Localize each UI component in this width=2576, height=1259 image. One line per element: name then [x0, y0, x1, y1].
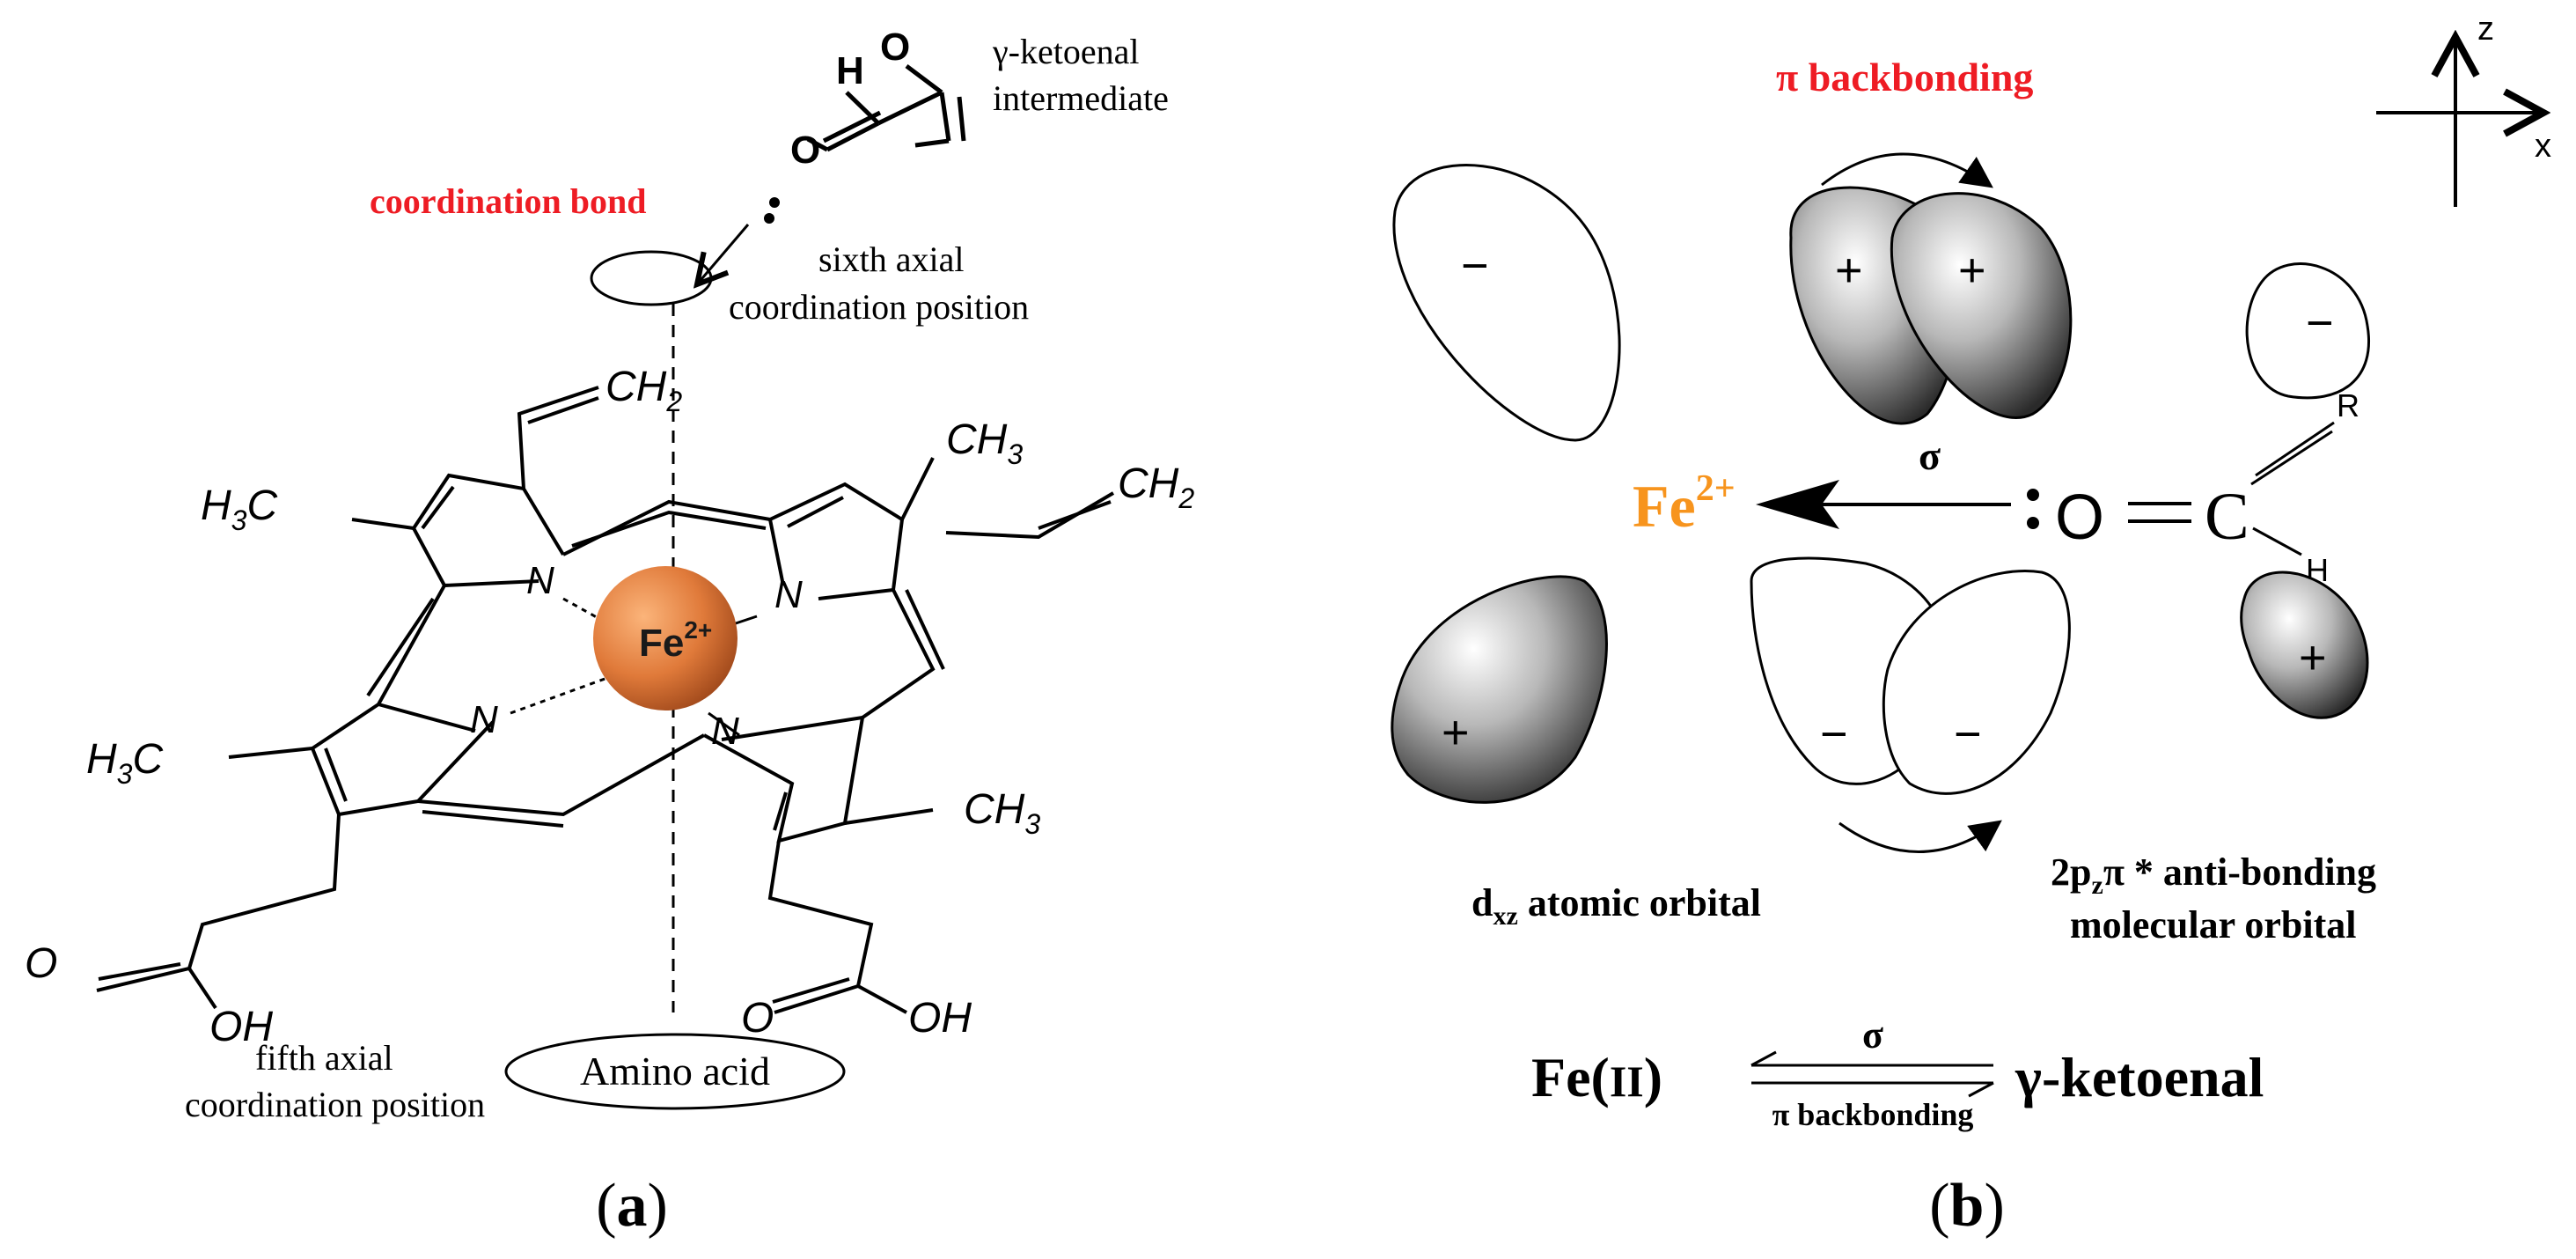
sign-plus: + [1958, 244, 1986, 297]
sigma-label: σ [1919, 433, 1941, 478]
sign-plus: + [1835, 244, 1863, 297]
label-h3c-top-left: H3C [201, 482, 277, 536]
atom-h-aldehyde: H [836, 49, 864, 92]
antibonding-label-2: molecular orbital [2070, 903, 2356, 946]
sixth-position-label-2: coordination position [729, 287, 1029, 327]
c-h-bond [2252, 526, 2302, 556]
label-oh-right-acid: OH [908, 995, 972, 1042]
sign-minus: − [1954, 708, 1982, 761]
sign-plus: + [1442, 706, 1470, 759]
equilibrium-bottom-barb [1968, 1081, 1994, 1098]
pi-orbital-lobe-bottom-right [1882, 570, 2071, 795]
sixth-position-ellipse [590, 250, 713, 306]
sixth-position-label-1: sixth axial [818, 239, 965, 279]
coordination-bond-label: coordination bond [370, 181, 647, 221]
atom-n-2: N [774, 573, 803, 616]
porphyrin-ring [96, 386, 1115, 1014]
antibonding-label-1: 2pzπ * anti-bonding [2051, 850, 2376, 900]
pi-orbital-lobe-top-right [1890, 192, 2073, 419]
iron-sphere [593, 566, 738, 710]
pi-backbonding-title: π backbonding [1776, 55, 2033, 99]
curved-arrow-bottom [1838, 820, 2002, 853]
fifth-position-label-2: coordination position [185, 1085, 485, 1124]
lone-pair-dot [769, 197, 780, 208]
atom-n-3: N [470, 698, 498, 741]
sign-plus: + [2299, 631, 2327, 684]
equation-pi-backbonding: π backbonding [1772, 1097, 1974, 1132]
equation-sigma: σ [1862, 1013, 1883, 1057]
sign-minus: − [1461, 239, 1489, 292]
label-ch2-top: CH2 [605, 364, 682, 417]
caption-paren: ) [1984, 1172, 2004, 1240]
caption-a: (a) [596, 1172, 668, 1240]
atom-o-aldehyde: O [790, 129, 820, 172]
atom-c: C [2205, 480, 2249, 554]
dxz-orbital-label: dxz atomic orbital [1471, 881, 1761, 931]
iron-label: Fe2+ [639, 616, 712, 665]
lone-pair-dot [764, 213, 774, 224]
sigma-arrow-head [1756, 480, 1839, 529]
atom-n-1: N [526, 559, 554, 602]
intermediate-label-2: intermediate [993, 78, 1169, 118]
label-ch2-right: CH2 [1118, 460, 1194, 514]
panel-a: H O O γ-ketoenal intermediate coordinati… [25, 26, 1194, 1240]
label-ch3-bottom-right: CH3 [964, 786, 1040, 840]
n-fe-dashed-bond [562, 597, 604, 622]
n-fe-dashed-bond [510, 676, 608, 715]
label-oh-left-acid: OH [209, 1004, 273, 1050]
equation-right: γ-ketoenal [2015, 1046, 2264, 1108]
c-r-bond [2255, 421, 2335, 477]
label-ch3-top-right: CH3 [946, 416, 1023, 470]
antibonding-lobe-bottom [2240, 571, 2369, 719]
atom-o-left-acid: O [25, 940, 57, 987]
x-axis-label: x [2535, 128, 2551, 165]
equilibrium-top-barb [1750, 1050, 1777, 1067]
lone-pair-dot [2027, 517, 2039, 529]
coordination-arrow [697, 224, 750, 284]
caption-b: (b) [1929, 1172, 2005, 1240]
n-fe-bond [708, 711, 740, 737]
curved-arrow-top [1821, 152, 1993, 188]
atom-o-right-acid: O [741, 995, 774, 1042]
antibonding-lobe-top [2245, 262, 2370, 400]
atom-r: R [2337, 387, 2359, 423]
equation-left: Fe(II) [1531, 1046, 1662, 1108]
ketoenal-fragment [806, 64, 966, 152]
d-orbital-lobe-bottom-left [1391, 575, 1608, 804]
intermediate-label-1: γ-ketoenal [992, 32, 1139, 71]
fe-ion-label: Fe2+ [1633, 468, 1736, 540]
sign-minus: − [1820, 708, 1848, 761]
fifth-position-label-1: fifth axial [255, 1038, 393, 1078]
label-h3c-bottom-left: H3C [86, 736, 163, 790]
atom-o-ketone: O [880, 26, 910, 69]
lone-pair-dot [2027, 489, 2039, 501]
atom-o: O [2055, 482, 2104, 553]
amino-acid-ellipse [504, 1033, 846, 1110]
amino-acid-label: Amino acid [580, 1049, 770, 1093]
d-orbital-lobe-top-left [1392, 164, 1621, 442]
sign-minus: − [2306, 297, 2334, 350]
c-r-bond [2250, 430, 2333, 486]
panel-b: π backbonding z x − + + − σ Fe2+ O C [1391, 11, 2551, 1240]
caption-paren: ) [648, 1172, 668, 1240]
z-axis-label: z [2477, 11, 2494, 48]
